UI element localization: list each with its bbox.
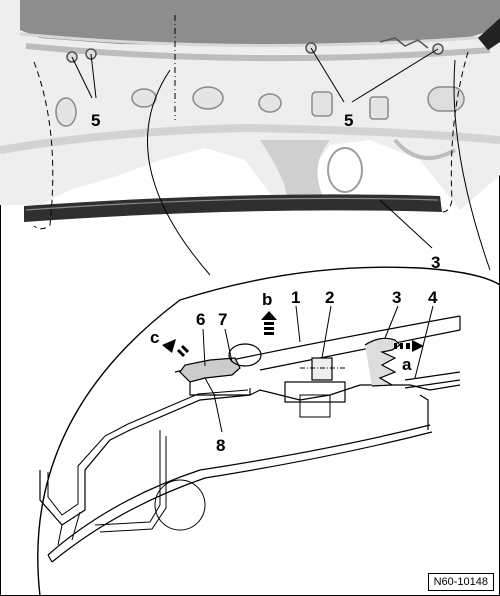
panel-center-pillar [260, 140, 330, 210]
seal-right-end-hidden [441, 51, 469, 213]
arrow-a-icon [394, 340, 424, 352]
body-panel-outer [47, 424, 431, 556]
panel-right-curve [393, 138, 456, 160]
frame-right-flange [419, 394, 429, 430]
drain-hole [154, 479, 206, 531]
trim-rail-upper [404, 371, 461, 381]
detail-view [37, 266, 500, 596]
arrow-b-icon [261, 311, 277, 335]
trim-rail-lower [404, 379, 461, 389]
zoom-cone-left [147, 69, 211, 276]
pillar-cutout [327, 147, 363, 193]
seal-profile [364, 337, 401, 387]
upper-leaders [71, 47, 439, 249]
seal-strip [24, 194, 442, 222]
callout-1: 1 [291, 288, 300, 307]
panel-recess-6 [55, 97, 77, 127]
panel-recess-5 [427, 86, 465, 112]
figure-reference-code: N60-10148 [427, 573, 494, 591]
tailgate-photo [0, 0, 500, 222]
panel-recess-3 [311, 91, 333, 117]
latch-bracket [379, 37, 429, 49]
seal-left-end-hidden [33, 61, 54, 230]
callout-7: 7 [218, 310, 227, 329]
seal-web [204, 377, 216, 397]
corner-clip-icon [478, 18, 500, 50]
callout-2: 2 [325, 288, 334, 307]
clip-housing [284, 381, 346, 403]
panel-lower-rib [0, 123, 500, 154]
frame-bracket [94, 430, 161, 526]
panel-recess-1 [192, 86, 224, 110]
callout-5-left: 5 [91, 111, 100, 130]
callout-6: 6 [196, 310, 205, 329]
inner-frame-offset [47, 389, 249, 516]
callout-a: a [402, 355, 412, 374]
callout-b: b [262, 290, 272, 309]
seal-carrier [189, 382, 251, 396]
callout-c: c [150, 328, 159, 347]
callout-8: 8 [216, 436, 225, 455]
callout-3-detail: 3 [392, 288, 401, 307]
glass-lower-line [259, 329, 461, 371]
fixing-clip [311, 357, 333, 381]
seal-strip-highlight [25, 197, 439, 211]
panel-recess-7 [131, 88, 157, 108]
clip-base [299, 394, 331, 418]
callout-4: 4 [428, 288, 438, 307]
detail-leaders [202, 305, 434, 433]
callout-5-right: 5 [344, 111, 353, 130]
body-panel-inner [51, 431, 433, 563]
arrow-c-icon [162, 339, 190, 358]
seal-tube [228, 343, 262, 367]
panel-recess-4 [369, 96, 389, 120]
panel-recess-2 [258, 93, 282, 113]
frame-leg [57, 511, 81, 546]
seal-lip [179, 357, 241, 383]
panel-flange [19, 32, 500, 48]
panel-edge-dark [20, 0, 500, 46]
callout-3-upper: 3 [431, 253, 440, 272]
zoom-cone-right [453, 59, 491, 271]
